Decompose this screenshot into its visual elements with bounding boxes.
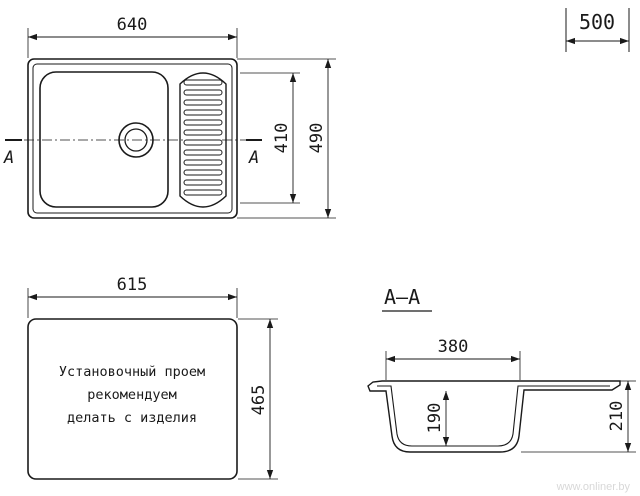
total-depth-label: 210 (607, 401, 627, 432)
section-width-label: 380 (438, 337, 469, 357)
section-mark-right: A (248, 148, 259, 168)
section-mark-left: A (3, 148, 14, 168)
cutout-height-label: 465 (249, 385, 269, 416)
section-profile-outer (367, 380, 621, 453)
bowl-depth-label: 190 (425, 403, 445, 434)
cutout-note-line-2: рекомендуем (87, 387, 176, 403)
cutout-outline (27, 318, 238, 480)
sink-bowl (39, 71, 169, 208)
sink-rim (32, 63, 233, 214)
cutout-view: 615 465 Установочный проем рекомендуем д… (27, 275, 278, 480)
cutout-note-line-3: делать с изделия (67, 410, 197, 426)
cabinet-dimension: 500 (565, 8, 630, 52)
cutout-note-line-1: Установочный проем (59, 364, 205, 380)
drainer-board (179, 72, 227, 208)
drainer-ribs (183, 79, 223, 196)
section-view: A–A 380 190 210 (367, 285, 636, 453)
section-title: A–A (384, 285, 420, 309)
height-dimension-label: 490 (307, 123, 327, 154)
width-dimension-label: 640 (117, 15, 148, 35)
section-profile-inner (377, 385, 610, 447)
bowl-dimension-label: 410 (272, 123, 292, 154)
cabinet-dimension-label: 500 (579, 10, 615, 34)
cutout-width-label: 615 (117, 275, 148, 295)
sink-outline (27, 58, 238, 219)
watermark: www.onliner.by (556, 481, 631, 493)
top-view: A A 640 490 410 (3, 15, 336, 219)
